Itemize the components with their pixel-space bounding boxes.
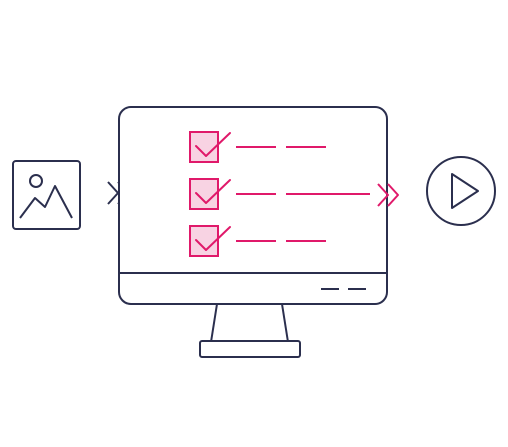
checklist-item: [189, 225, 326, 257]
checklist: [189, 131, 370, 257]
checkbox-checked-icon: [189, 178, 219, 210]
checklist-item: [189, 178, 370, 210]
checklist-item: [189, 131, 326, 163]
checkmark-icon: [195, 226, 231, 251]
checkmark-icon: [195, 132, 231, 157]
checkmark-icon: [195, 179, 231, 204]
image-icon: [12, 160, 81, 230]
checkbox-checked-icon: [189, 225, 219, 257]
play-icon: [426, 156, 496, 226]
monitor-stand: [199, 303, 301, 358]
checkbox-checked-icon: [189, 131, 219, 163]
accent-double-chevron-icon: [377, 183, 399, 207]
monitor-icon: [118, 106, 388, 358]
